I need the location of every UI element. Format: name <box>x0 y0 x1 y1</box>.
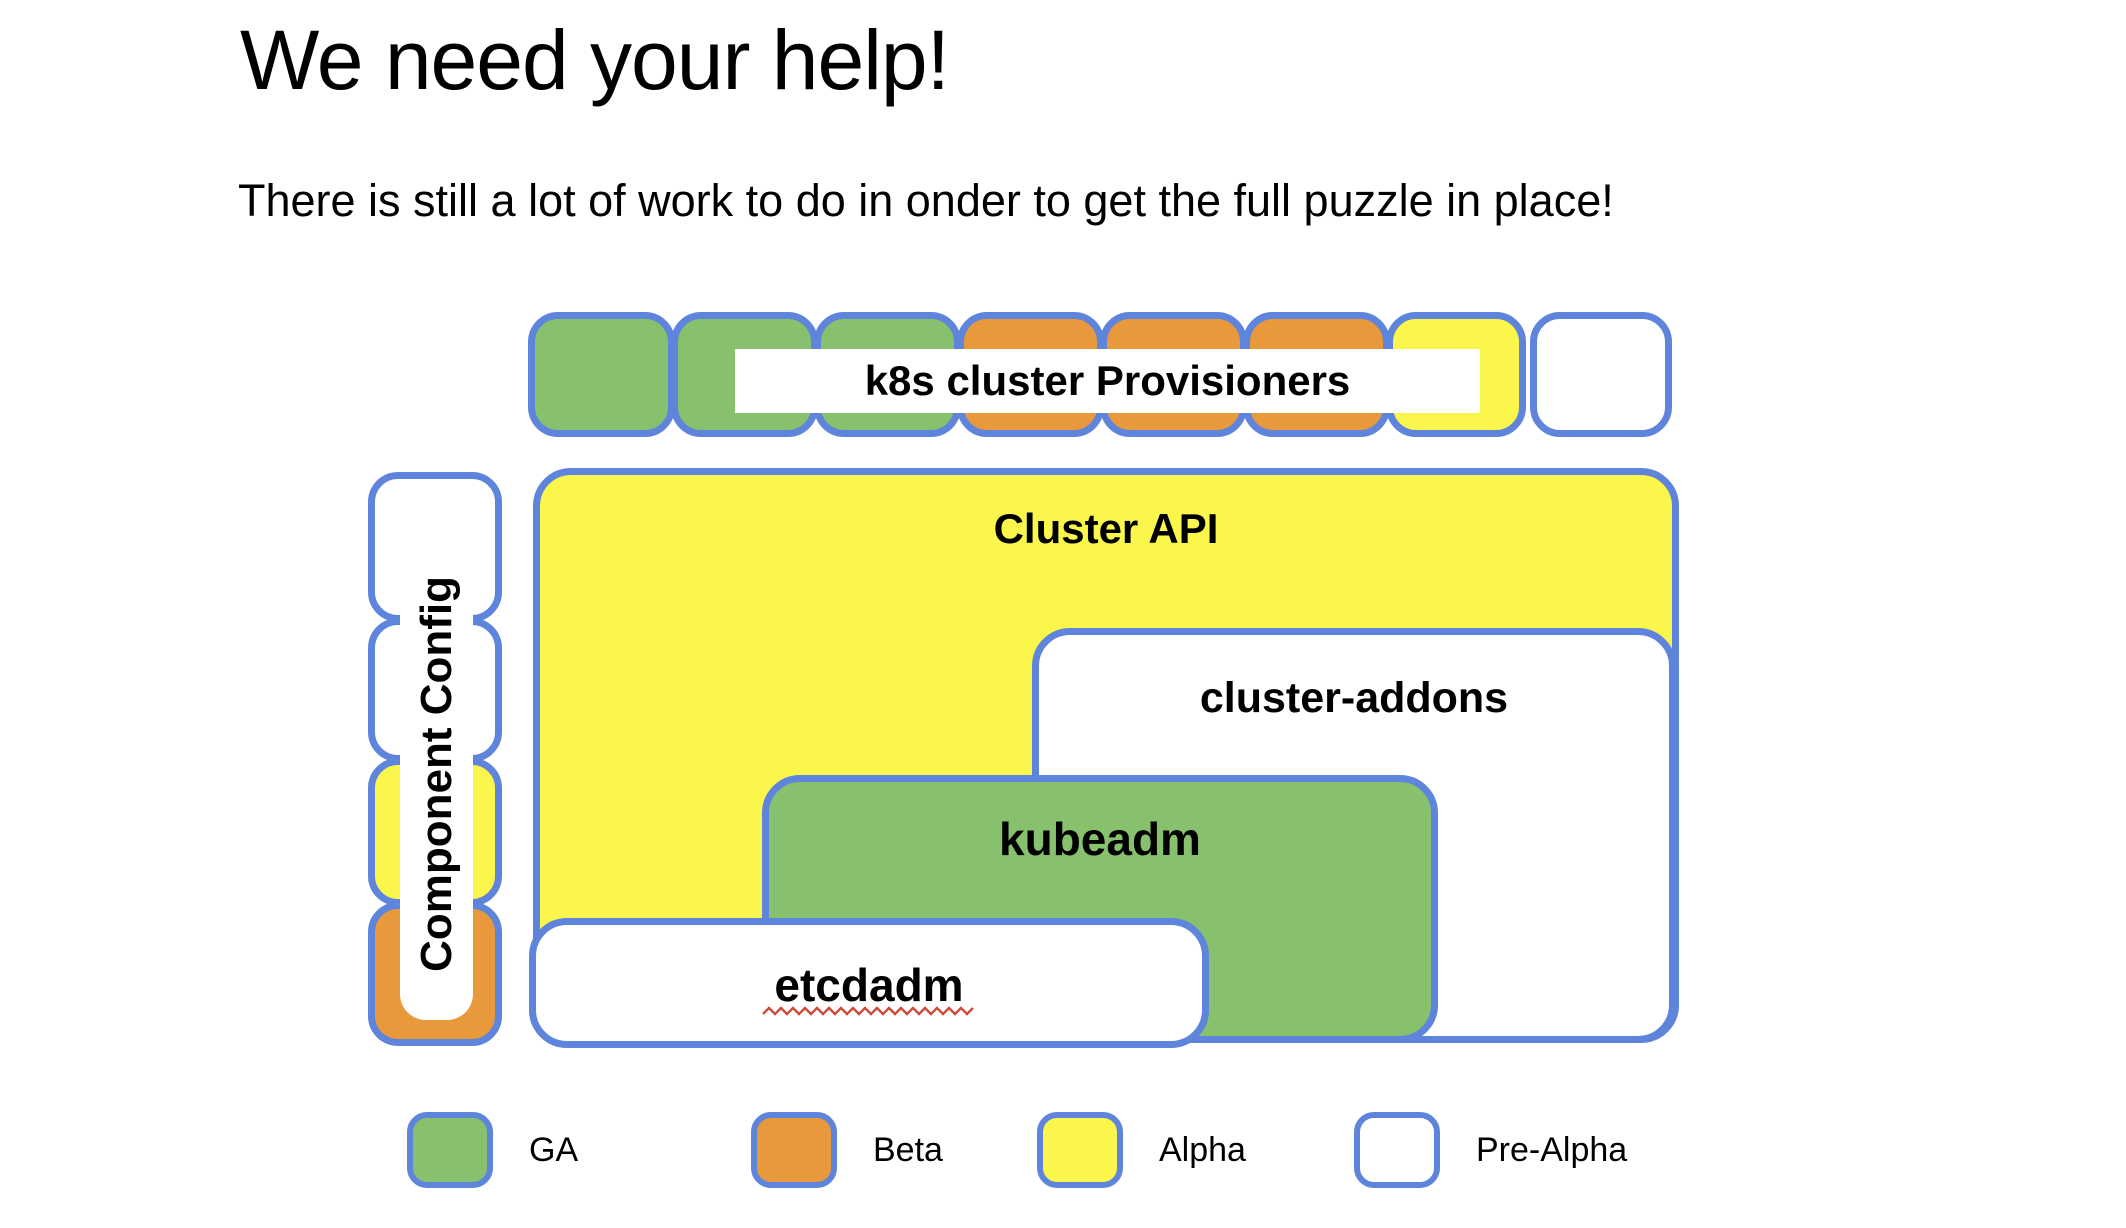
component-config-label: Component Config <box>411 576 461 972</box>
component-config-label-strip: Component Config <box>400 528 473 1020</box>
kubeadm-label: kubeadm <box>999 813 1201 865</box>
legend-label-beta: Beta <box>873 1131 943 1169</box>
provisioners-label: k8s cluster Provisioners <box>735 349 1480 413</box>
legend-item-beta: Beta <box>751 1112 943 1188</box>
legend-item-alpha: Alpha <box>1037 1112 1246 1188</box>
provisioner-square-1 <box>528 312 675 437</box>
legend-label-alpha: Alpha <box>1159 1131 1246 1169</box>
legend-label-ga: GA <box>529 1131 579 1169</box>
page-title: We need your help! <box>240 13 950 107</box>
legend-swatch-beta <box>751 1112 837 1188</box>
legend-item-ga: GA <box>407 1112 578 1188</box>
etcdadm-box <box>529 918 1209 1048</box>
legend-item-pre-alpha: Pre-Alpha <box>1354 1112 1627 1188</box>
page-subtitle: There is still a lot of work to do in on… <box>238 175 1614 226</box>
legend-label-pre-alpha: Pre-Alpha <box>1476 1131 1628 1169</box>
cluster-api-label: Cluster API <box>993 505 1219 552</box>
etcdadm-spellcheck-squiggle-icon <box>762 1006 974 1016</box>
legend-swatch-pre-alpha <box>1354 1112 1440 1188</box>
cluster-addons-label: cluster-addons <box>1199 674 1509 722</box>
etcdadm-label: etcdadm <box>774 959 964 1011</box>
legend-swatch-ga <box>407 1112 493 1188</box>
provisioner-square-8 <box>1530 312 1672 437</box>
legend-swatch-alpha <box>1037 1112 1123 1188</box>
